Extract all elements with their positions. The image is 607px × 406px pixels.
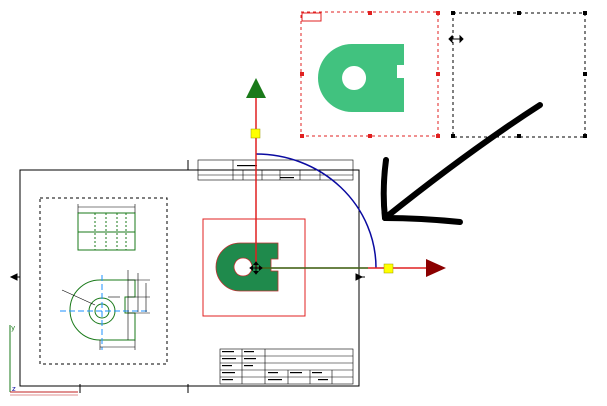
y-scale-handle[interactable] bbox=[250, 128, 261, 139]
top-view-drawing bbox=[77, 212, 136, 251]
ucs-y-label: y bbox=[11, 324, 15, 332]
preview-panel[interactable] bbox=[300, 11, 587, 138]
sheet-ticks bbox=[9, 160, 365, 393]
rotation-arc[interactable] bbox=[255, 153, 377, 269]
move-cursor-icon bbox=[249, 261, 263, 275]
annotation-arrow-icon bbox=[380, 102, 543, 225]
title-block bbox=[219, 348, 354, 385]
drawing-sheet[interactable] bbox=[9, 159, 365, 393]
empty-view-grips[interactable] bbox=[451, 11, 587, 138]
front-view-dimensions bbox=[61, 270, 150, 350]
transform-gizmo[interactable] bbox=[246, 78, 446, 277]
preview-grips[interactable] bbox=[300, 11, 440, 138]
preview-part-shape bbox=[318, 44, 404, 112]
revision-block bbox=[197, 159, 354, 181]
preview-label-tab[interactable] bbox=[301, 12, 322, 22]
ucs-z-label: z bbox=[12, 385, 16, 393]
ucs-icon: y z bbox=[9, 324, 78, 396]
title-block-fill-marks bbox=[222, 165, 328, 381]
top-view-dimensions bbox=[77, 204, 136, 213]
x-axis-arrowhead[interactable] bbox=[426, 259, 446, 277]
resize-horizontal-icon bbox=[448, 34, 464, 44]
selected-part-shape[interactable] bbox=[215, 242, 279, 292]
front-view-drawing bbox=[60, 275, 148, 350]
x-scale-handle[interactable] bbox=[383, 263, 394, 274]
y-axis-arrowhead[interactable] bbox=[246, 78, 266, 98]
view-frame-left[interactable] bbox=[39, 197, 168, 365]
sheet-border bbox=[19, 169, 360, 387]
